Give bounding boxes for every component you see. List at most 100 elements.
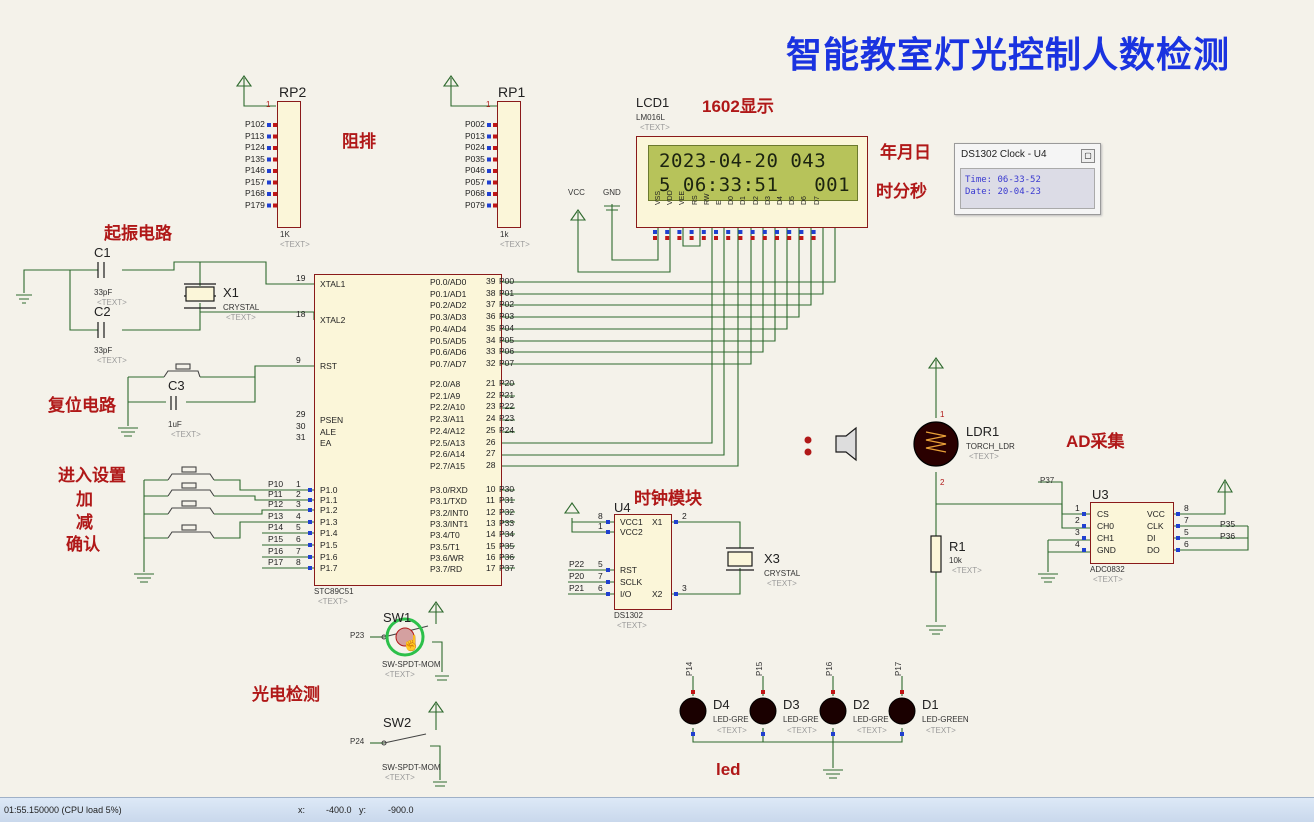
pin-dot — [493, 203, 497, 208]
rp1-body[interactable] — [497, 101, 521, 228]
lcd-pin-label: D0 — [728, 196, 736, 205]
led-bulb[interactable] — [750, 698, 776, 724]
mcu-net-label: P07 — [499, 357, 515, 368]
ds1302-date-label: Date: — [965, 187, 993, 197]
pin-dot — [831, 690, 835, 694]
u4-text: <TEXT> — [617, 621, 647, 630]
led-text: <TEXT> — [787, 726, 817, 735]
mcu-pin-name: XTAL1 — [320, 279, 346, 289]
pin-dot — [273, 134, 277, 139]
led-part: LED-GRE — [783, 715, 819, 724]
u3-adc0832[interactable] — [1090, 502, 1174, 564]
mcu-pin-number: 7 — [296, 546, 301, 556]
rp1-pin-label: P068 — [465, 188, 485, 198]
rp2-body[interactable] — [277, 101, 301, 228]
annotation-photo-detect: 光电检测 — [252, 685, 320, 704]
sim-time: 01:55.150000 (CPU load 5%) — [4, 805, 122, 815]
pin-dot — [799, 236, 804, 240]
pin-dot — [691, 690, 695, 694]
ds1302-clock-popup[interactable]: DS1302 Clock - U4 ▢ Time: 06-33-52 Date:… — [954, 143, 1101, 215]
rp2-pin-label: P102 — [245, 119, 265, 129]
u3-pin-number: 4 — [1075, 539, 1080, 549]
rp2-pin-label: P179 — [245, 199, 265, 210]
pin-dot — [900, 690, 904, 694]
mcu-pin-name: P3.4/T0 — [430, 530, 460, 541]
pin-dot — [273, 203, 277, 208]
mcu-pin-number: 32 — [486, 357, 496, 368]
rp1-value: 1k — [500, 230, 509, 239]
annotation-oscillator: 起振电路 — [104, 224, 172, 243]
u3-pin-name: VCC — [1147, 509, 1165, 519]
u4-ds1302[interactable] — [614, 514, 672, 610]
mcu-pin-name: P0.3/AD3 — [430, 312, 467, 323]
annotation-reset: 复位电路 — [48, 396, 116, 415]
lcd-pin-label: D2 — [752, 196, 760, 205]
pin-dot — [273, 192, 277, 196]
mcu-pin-number: 30 — [296, 421, 306, 431]
confirm-key-button[interactable] — [168, 522, 214, 540]
lcd-gnd-label: GND — [603, 188, 621, 197]
mcu-pin-number: 26 — [486, 436, 496, 447]
mcu-net-label: P01 — [499, 287, 515, 298]
sw2-toggle-button[interactable] — [384, 730, 426, 750]
lcd-pin-label: VDD — [667, 190, 675, 205]
pin-dot — [267, 169, 271, 173]
rp2-pin-label: P168 — [245, 188, 265, 198]
sw2-net: P24 — [350, 737, 365, 746]
u4-pin-number: 5 — [598, 559, 603, 569]
pin-dot — [606, 530, 610, 534]
led-bulb[interactable] — [889, 698, 915, 724]
mcu-net-label: P23 — [499, 413, 515, 424]
led-net: P16 — [825, 661, 834, 676]
mcu-net-label: P30 — [499, 484, 515, 494]
ds1302-popup-close-button[interactable]: ▢ — [1081, 149, 1095, 163]
coord-y-label: y: — [359, 805, 367, 815]
u4-net-label: P20 — [569, 571, 585, 581]
rp2-ref: RP2 — [279, 84, 307, 100]
mcu-net-label: P34 — [499, 529, 515, 540]
lcd-pin-label: RS — [691, 195, 699, 205]
coord-y-value: -900.0 — [388, 805, 414, 815]
r1-ref: R1 — [949, 539, 966, 554]
mcu-stc89c51[interactable] — [314, 274, 502, 586]
led-bulb[interactable] — [680, 698, 706, 724]
pin-dot — [1082, 524, 1086, 528]
sw1-ref: SW1 — [383, 610, 412, 625]
u3-pin-name: CS — [1097, 509, 1109, 519]
u3-pin-name: GND — [1097, 545, 1116, 555]
c3-text: <TEXT> — [171, 430, 201, 439]
rp1-pin-label: P046 — [465, 165, 485, 175]
mcu-pin-name: PSEN — [320, 415, 344, 425]
u3-cs-net: P37 — [1040, 476, 1055, 485]
lcd-pin-label: D5 — [789, 196, 797, 205]
annotation-resistor-network: 阻排 — [342, 132, 376, 151]
reset-button[interactable] — [164, 362, 202, 380]
pin-dot — [787, 236, 792, 240]
lcd-ref: LCD1 — [636, 95, 670, 110]
ldr-ref: LDR1 — [966, 424, 1000, 439]
lcd-pin-label: D3 — [764, 196, 772, 205]
pin-dot — [701, 236, 706, 240]
mcu-pin-number: 17 — [486, 563, 496, 574]
led-part: LED-GRE — [853, 715, 889, 724]
minus-key-button[interactable] — [168, 498, 214, 516]
schematic-canvas[interactable]: 智能教室灯光控制人数检测 阻排 起振电路 复位电路 进入设置 加 减 确认 16… — [0, 0, 1314, 797]
x1-ref: X1 — [223, 285, 239, 300]
u3-ref: U3 — [1092, 487, 1109, 502]
mcu-net-label: P14 — [268, 522, 284, 532]
sw2-part: SW-SPDT-MOM — [382, 763, 441, 772]
pin-dot — [267, 146, 271, 150]
plus-key-button[interactable] — [168, 480, 214, 498]
mcu-net-label: P35 — [499, 540, 515, 551]
mcu-pin-number: 27 — [486, 448, 496, 459]
mcu-pin-name: P1.0 — [320, 485, 338, 495]
led-text: <TEXT> — [717, 726, 747, 735]
speaker-icon[interactable] — [836, 428, 858, 462]
mcu-pin-name: XTAL2 — [320, 315, 346, 325]
pin-dot — [677, 230, 682, 234]
led-net: P14 — [685, 661, 694, 676]
lcd-screen: 2023-04-20 043 5 06:33:51 001 — [648, 145, 858, 201]
led-bulb[interactable] — [820, 698, 846, 724]
pin-dot — [738, 230, 743, 234]
